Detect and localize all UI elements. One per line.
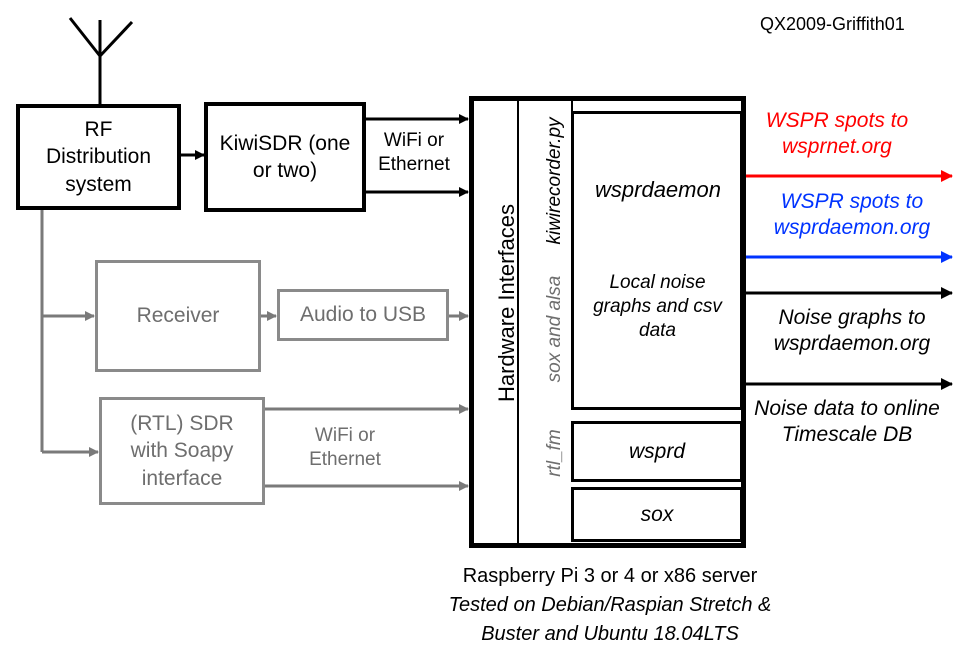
kiwisdr-box: KiwiSDR (one or two) (204, 102, 366, 212)
rf-distribution-box: RF Distribution system (16, 104, 181, 210)
wsprd-box: wsprd (571, 421, 743, 482)
hardware-interfaces-label: Hardware Interfaces (494, 203, 519, 403)
caption-line3: Buster and Ubuntu 18.04LTS (481, 623, 739, 645)
link-bottom-label: WiFi or Ethernet (309, 425, 381, 470)
sox-box: sox (571, 487, 743, 542)
rf-distribution-tree (40, 209, 469, 491)
rtl-fm-label: rtl_fm (544, 429, 565, 477)
audio-to-usb-label: Audio to USB (299, 303, 427, 326)
output-wsprdaemon-label: WSPR spots to wsprdaemon.org (773, 190, 931, 240)
local-noise-label: Local noise graphs and csv data (593, 272, 722, 341)
output-noise-graphs-label: Noise graphs to wsprdaemon.org (773, 306, 931, 356)
antenna-icon (68, 17, 134, 104)
rf-distribution-label: RF Distribution system (45, 118, 152, 196)
sox-label: sox (640, 502, 674, 526)
rtl-sdr-box: (RTL) SDR with Soapy interface (99, 397, 265, 505)
rtl-sdr-label: (RTL) SDR with Soapy interface (130, 412, 234, 490)
receiver-label: Receiver (136, 304, 220, 327)
audio-to-usb-box: Audio to USB (277, 289, 449, 341)
caption-line1: Raspberry Pi 3 or 4 or x86 server (462, 565, 758, 587)
diagram-id: QX2009-Griffith01 (760, 14, 905, 34)
wsprd-label: wsprd (628, 439, 686, 463)
kiwirecorder-label: kiwirecorder.py (544, 117, 565, 245)
caption-line2: Tested on Debian/Raspian Stretch & (448, 594, 772, 616)
hardware-block (469, 96, 746, 548)
output-wsprnet-label: WSPR spots to wsprnet.org (765, 109, 909, 159)
wsprdaemon-label: wsprdaemon (595, 177, 721, 202)
sox-alsa-label: sox and alsa (544, 275, 565, 383)
link-top-label: WiFi or Ethernet (378, 130, 450, 175)
output-noise-data-label: Noise data to online Timescale DB (754, 397, 940, 447)
wsprdaemon-box (571, 111, 743, 410)
receiver-box: Receiver (95, 260, 261, 372)
kiwisdr-label: KiwiSDR (one or two) (219, 131, 351, 182)
